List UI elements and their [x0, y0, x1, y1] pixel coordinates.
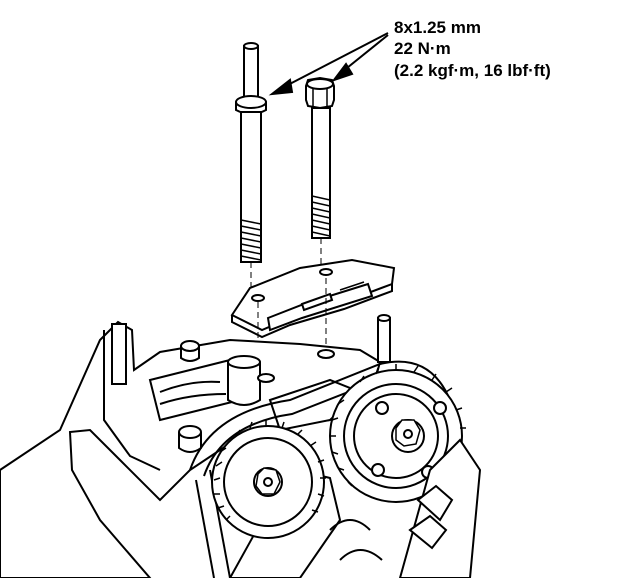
leader-arrowhead-bolt — [331, 62, 354, 82]
leader-arrows — [268, 32, 389, 96]
lower-right-housing — [398, 438, 482, 578]
torque-nm-label: 22 N·m — [394, 39, 451, 58]
leader-line-bolt — [341, 34, 389, 73]
guide-plate — [230, 258, 396, 339]
thread-size-label: 8x1.25 mm — [394, 18, 481, 37]
camshaft-pulley-right — [329, 364, 466, 503]
torque-imperial-label: (2.2 kgf·m, 16 lbf·ft) — [394, 61, 551, 80]
torque-spec-callout: 8x1.25 mm 22 N·m (2.2 kgf·m, 16 lbf·ft) — [394, 18, 551, 80]
leader-arrowhead-stud — [268, 78, 294, 96]
leader-line-stud — [281, 32, 389, 89]
hex-bolt — [305, 76, 335, 239]
camshaft-pulley-left — [211, 420, 326, 539]
stud-bolt — [235, 42, 267, 263]
